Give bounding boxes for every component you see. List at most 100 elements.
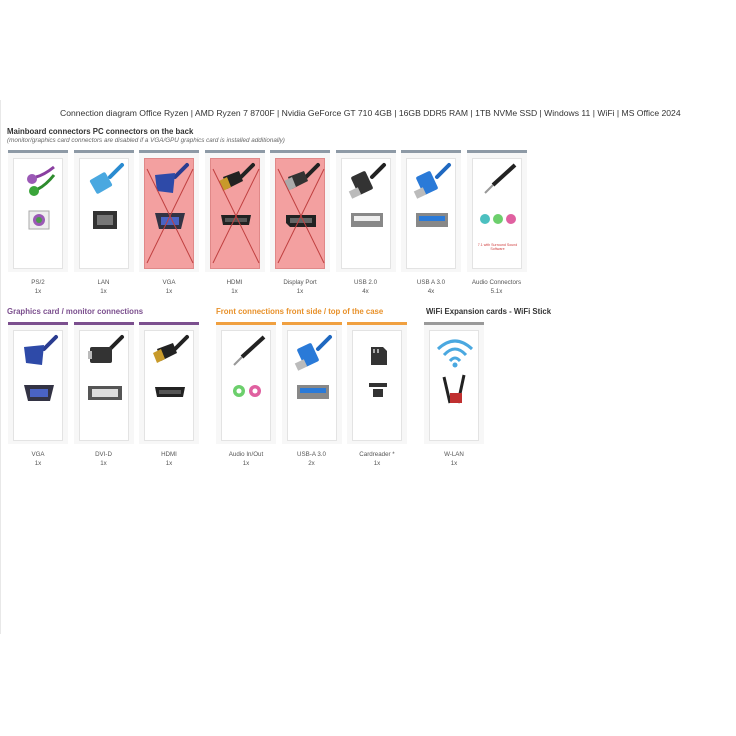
- card-color-bar: [139, 322, 199, 325]
- mainboard-connector-label: USB A 3.0 4x: [401, 278, 461, 297]
- graphics-connector-label: DVI-D 1x: [74, 450, 134, 469]
- card-color-bar: [281, 322, 342, 325]
- mainboard-connector-label: Audio Connectors 5.1x: [467, 278, 527, 297]
- card-inner: [144, 330, 194, 441]
- connector-count: 1x: [100, 288, 107, 296]
- card-color-bar: [73, 322, 134, 325]
- diagram-frame: [0, 100, 736, 634]
- card-color-bar: [216, 322, 276, 325]
- connector-name: HDMI: [226, 279, 243, 286]
- connector-count: 1x: [100, 460, 107, 468]
- card-color-bar: [204, 150, 265, 153]
- diagram-title: Connection diagram Office Ryzen | AMD Ry…: [60, 108, 681, 118]
- card-color-bar: [401, 150, 461, 153]
- disabled-cross-icon: [277, 168, 325, 264]
- mainboard-connector-card: [8, 150, 68, 272]
- mainboard-connector-card: [401, 150, 461, 272]
- connector-count: 1x: [373, 460, 381, 468]
- card-inner: [352, 330, 402, 441]
- connector-name: Audio In/Out: [228, 451, 264, 458]
- card-inner: [78, 158, 129, 269]
- mainboard-connector-label: Display Port 1x: [270, 278, 330, 297]
- connector-count: 4x: [362, 288, 369, 296]
- front-connector-label: Audio In/Out 1x: [216, 450, 276, 469]
- connector-count: 1x: [34, 288, 42, 296]
- connector-name: VGA: [31, 451, 45, 458]
- wifi-connector-card: [424, 322, 484, 444]
- connector-name: Cardreader *: [359, 451, 395, 458]
- connector-name: USB-A 3.0: [297, 451, 326, 458]
- connector-count: 4x: [427, 288, 435, 296]
- wifi-connector-label: W-LAN 1x: [424, 450, 484, 469]
- connector-name: W-LAN: [444, 451, 464, 458]
- card-inner: [144, 158, 194, 269]
- mainboard-section-title: Mainboard connectors PC connectors on th…: [7, 127, 194, 136]
- card-inner: [221, 330, 271, 441]
- mainboard-section-subtitle: (monitor/graphics card connectors are di…: [7, 137, 285, 144]
- connector-count: 1x: [165, 288, 173, 296]
- mainboard-connector-card: [270, 150, 330, 272]
- card-color-bar: [466, 150, 527, 153]
- disabled-cross-icon: [146, 168, 194, 264]
- mainboard-connector-label: LAN 1x: [74, 278, 134, 297]
- graphics-connector-card: [73, 322, 134, 444]
- card-color-bar: [424, 322, 484, 325]
- mainboard-connector-card: 7.1 with Surround Sound Software: [466, 150, 527, 272]
- graphics-connector-card: [139, 322, 199, 444]
- mainboard-connector-label: USB 2.0 4x: [336, 278, 396, 297]
- connector-count: 1x: [242, 460, 250, 468]
- mainboard-connector-card: [73, 150, 134, 272]
- card-inner: [209, 158, 260, 269]
- wifi-section-title: WiFi Expansion cards - WiFi Stick: [426, 307, 552, 316]
- mainboard-connector-card: [204, 150, 265, 272]
- connector-count: 1x: [231, 288, 238, 296]
- card-color-bar: [8, 150, 68, 153]
- card-color-bar: [270, 150, 330, 153]
- connector-count: 1x: [450, 460, 458, 468]
- graphics-connector-label: HDMI 1x: [139, 450, 199, 469]
- card-color-bar: [73, 150, 134, 153]
- front-connector-label: Cardreader * 1x: [347, 450, 407, 469]
- disabled-cross-icon: [212, 168, 259, 264]
- mainboard-connector-card: [139, 150, 199, 272]
- connector-name: USB 2.0: [353, 279, 378, 286]
- card-inner: [13, 330, 63, 441]
- card-inner: [78, 330, 129, 441]
- front-section-title: Front connections front side / top of th…: [216, 307, 384, 316]
- connector-name: DVI-D: [95, 451, 112, 458]
- card-inner: 7.1 with Surround Sound Software: [471, 158, 522, 269]
- card-color-bar: [8, 322, 68, 325]
- connector-name: Audio Connectors: [471, 279, 522, 286]
- mainboard-connector-label: VGA 1x: [139, 278, 199, 297]
- connector-count: 1x: [34, 460, 42, 468]
- connector-name: VGA: [162, 279, 176, 286]
- front-connector-card: [281, 322, 342, 444]
- connector-name: LAN: [97, 279, 110, 286]
- card-inner: [286, 330, 337, 441]
- card-color-bar: [335, 150, 396, 153]
- mainboard-connector-label: PS/2 1x: [8, 278, 68, 297]
- connector-count: 2x: [308, 460, 315, 468]
- connector-name: Display Port: [283, 279, 317, 286]
- graphics-connector-label: VGA 1x: [8, 450, 68, 469]
- card-inner: [275, 158, 325, 269]
- connector-count: 5.1x: [490, 288, 503, 296]
- connector-name: USB A 3.0: [416, 279, 446, 286]
- front-connector-card: [216, 322, 276, 444]
- card-inner: [340, 158, 391, 269]
- card-note: 7.1 with Surround Sound Software: [477, 243, 518, 252]
- graphics-section-title: Graphics card / monitor connections: [7, 307, 144, 316]
- card-color-bar: [139, 150, 199, 153]
- connector-count: 1x: [165, 460, 173, 468]
- mainboard-connector-card: [335, 150, 396, 272]
- card-inner: [429, 330, 479, 441]
- connector-name: PS/2: [31, 279, 45, 286]
- card-inner: [13, 158, 63, 269]
- card-color-bar: [347, 322, 407, 325]
- mainboard-connector-label: HDMI 1x: [205, 278, 265, 297]
- connector-count: 1x: [296, 288, 304, 296]
- front-connector-card: [347, 322, 407, 444]
- connector-name: HDMI: [161, 451, 177, 458]
- graphics-connector-card: [8, 322, 68, 444]
- card-inner: [406, 158, 456, 269]
